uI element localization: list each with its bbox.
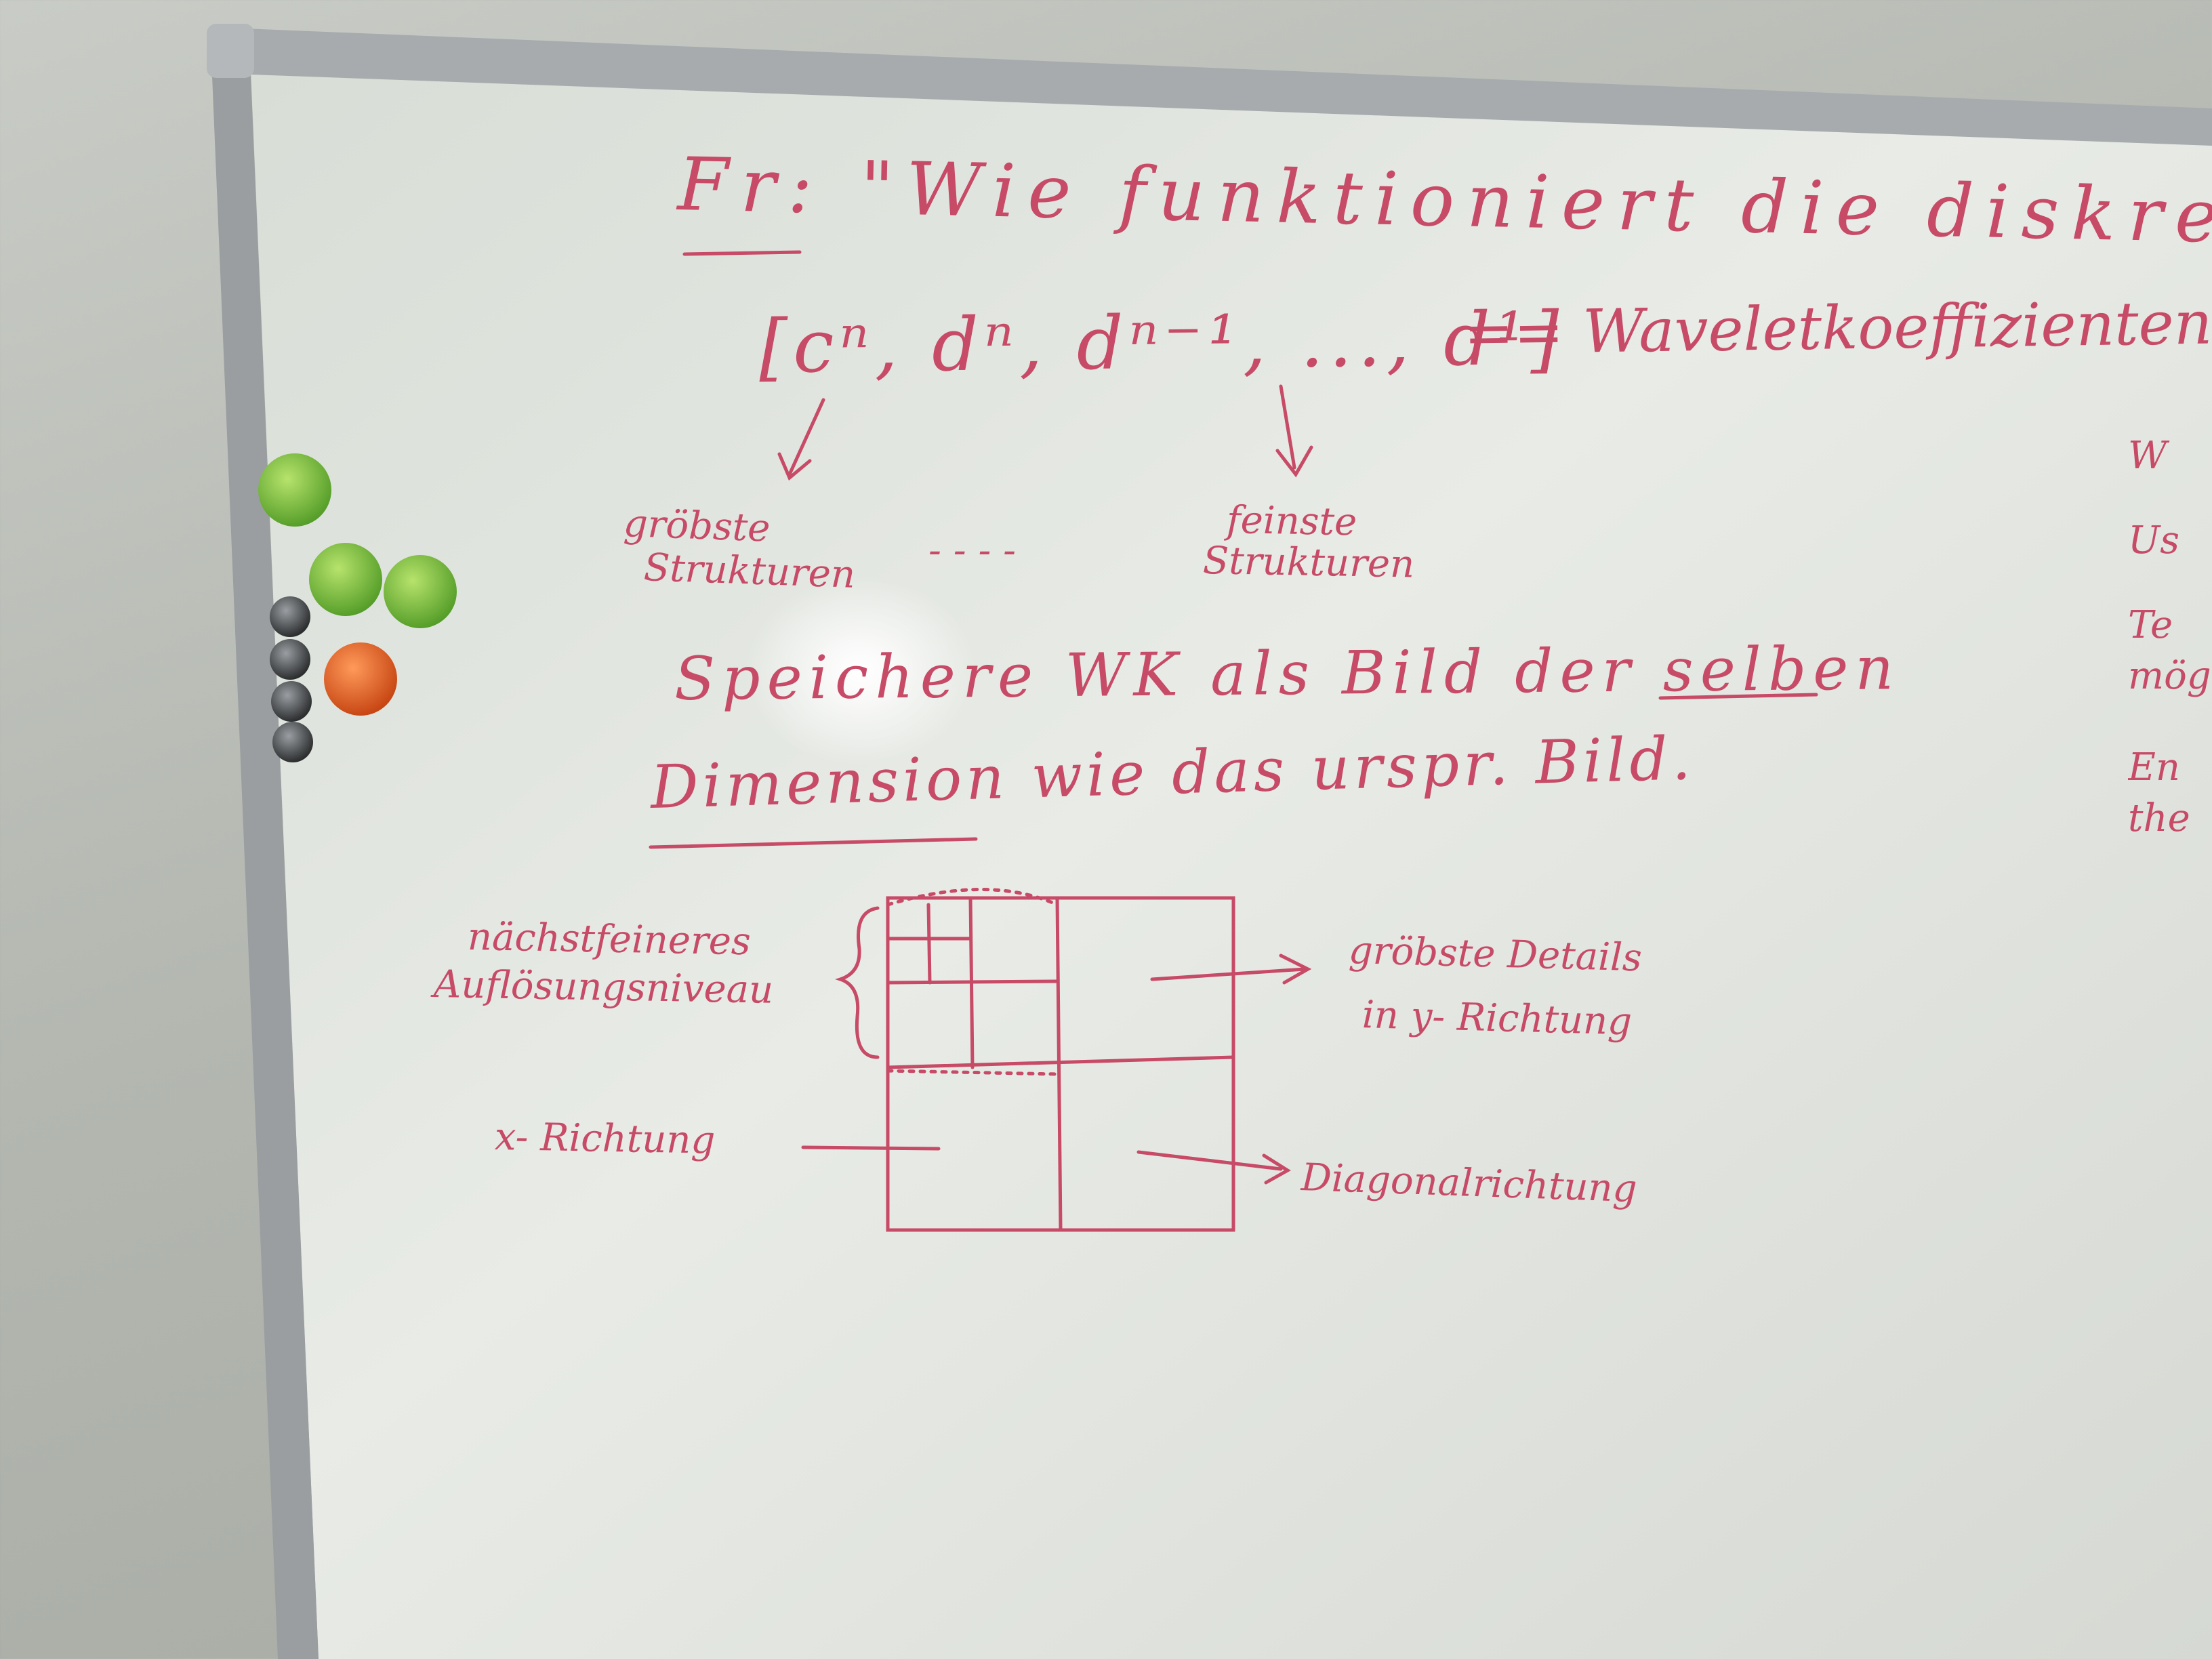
coarse-structures-label-2: Strukturen (642, 546, 857, 597)
arrow-coarse (787, 398, 825, 476)
bullet-item: the (2128, 796, 2190, 840)
dimension-underline (649, 837, 978, 849)
arrow-fine (1279, 384, 1296, 470)
board-frame-top (210, 27, 2212, 146)
bullet-item: Te (2128, 603, 2173, 647)
coarse-structures-label: gröbste (622, 501, 771, 551)
arrow-diagonal-head (1262, 1153, 1291, 1185)
arrow-y-details (1150, 967, 1307, 981)
fine-structures-label: feinste (1226, 498, 1357, 545)
title-underline (682, 250, 802, 256)
arrow-diagonal (1136, 1150, 1283, 1171)
orange-magnet (324, 642, 397, 716)
dotted-arc (886, 888, 1059, 907)
next-level-label: nächstfeineres (467, 915, 752, 964)
bullet-item: Us (2128, 518, 2179, 562)
bullet-item: W (2128, 434, 2167, 478)
coefficient-label: == Waveletkoeffizienten (WK (1463, 286, 2212, 368)
green-magnet (309, 543, 382, 616)
green-magnet (258, 453, 331, 527)
dotted-bottom (886, 1069, 1059, 1076)
light-glare (745, 576, 976, 766)
board-frame-corner (207, 24, 254, 78)
dark-magnet (271, 681, 312, 722)
dark-magnet (272, 722, 313, 762)
green-magnet (384, 555, 457, 628)
wavelet-diagram (649, 250, 1818, 1232)
coarse-details-label-2: in y- Richtung (1361, 993, 1633, 1044)
ellipsis-dashes: - - - - (928, 529, 1017, 573)
subgrid-horizontal (886, 979, 1059, 985)
arrow-y-details-head (1279, 954, 1312, 985)
wavelet-grid-horizontal (886, 1055, 1235, 1069)
right-edge-bullets: W Us Te mög En the (2128, 434, 2212, 840)
fine-structures-label-2: Strukturen (1202, 539, 1415, 587)
coarse-details-label: gröbste Details (1348, 928, 1643, 981)
dark-magnet (270, 596, 310, 637)
next-level-label-2: Auflösungsniveau (433, 962, 774, 1012)
arrow-coarse-head (777, 452, 812, 481)
board-frame-left (210, 27, 319, 1659)
coefficient-vector: [cⁿ, dⁿ, dⁿ⁻¹, ..., d¹] (758, 296, 1565, 390)
x-direction-label: x- Richtung (494, 1115, 716, 1163)
magnets (258, 453, 457, 762)
brace (835, 906, 880, 1059)
bullet-item: mög (2128, 654, 2211, 698)
whiteboard-surface (251, 68, 2212, 1659)
arrow-x-direction (801, 1145, 941, 1151)
store-line-1: Speichere WK als Bild der selben (674, 633, 1901, 714)
bullet-item: En (2128, 745, 2180, 790)
arrow-fine-head (1275, 445, 1313, 478)
selben-underline (1658, 693, 1818, 700)
dark-magnet (270, 639, 310, 680)
subsubgrid-vertical (926, 903, 932, 985)
